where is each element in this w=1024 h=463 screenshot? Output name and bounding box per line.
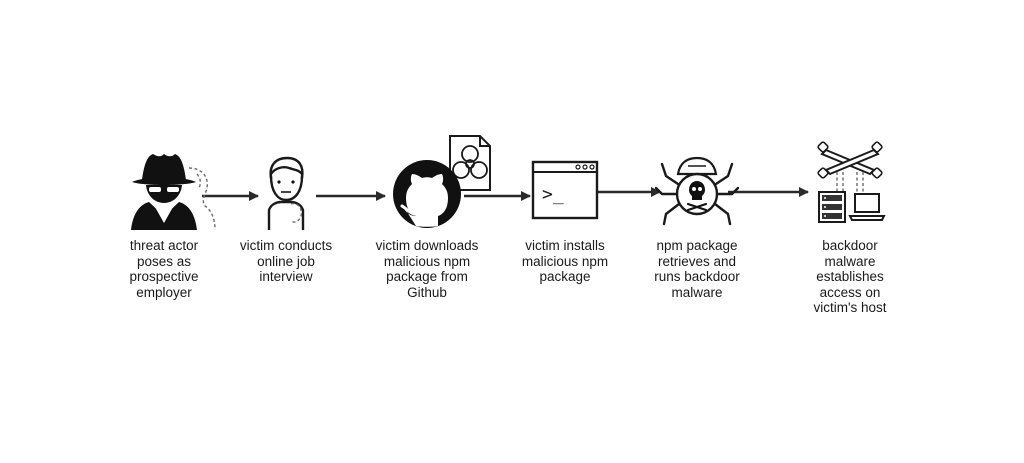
caption-line: online job: [257, 253, 315, 269]
caption-line: access on: [819, 284, 881, 300]
caption-line: backdoor: [822, 238, 878, 253]
caption-line: runs backdoor: [654, 269, 740, 284]
caption-line: victim conducts: [239, 238, 333, 253]
step-npm-runs-malware: npm package retrieves and runs backdoor …: [622, 0, 772, 463]
github-biohazard-icon: [393, 135, 491, 228]
caption-line: package from: [386, 269, 468, 284]
step-victim-download: victim downloads malicious npm package f…: [352, 0, 502, 463]
caption-line: malicious npm: [383, 253, 471, 269]
step-victim-interview: victim conducts online job interview: [211, 0, 361, 463]
step-threat-actor: threat actor poses as prospective employ…: [89, 0, 239, 463]
caption-line: Github: [407, 284, 447, 300]
step-2-caption: victim conducts online job interview: [211, 238, 361, 285]
step-4-caption: victim installs malicious npm package: [490, 238, 640, 285]
terminal-icon: >_: [531, 160, 599, 220]
step-backdoor-access: backdoor malware establishes access on v…: [775, 0, 925, 463]
crossed-tools-icon: [817, 141, 883, 179]
caption-line: prospective: [129, 269, 199, 284]
caption-line: malware: [671, 284, 723, 300]
step-6-caption: backdoor malware establishes access on v…: [775, 238, 925, 316]
step-1-caption: threat actor poses as prospective employ…: [89, 238, 239, 300]
step-5-caption: npm package retrieves and runs backdoor …: [622, 238, 772, 300]
caption-line: victim installs: [525, 238, 605, 253]
caption-line: victim's host: [813, 300, 887, 315]
caption-line: malicious npm: [521, 253, 609, 269]
biohazard-icon: [452, 145, 488, 179]
server-laptop-icon: [817, 141, 886, 223]
person-icon: [267, 156, 305, 230]
caption-line: malware: [824, 253, 876, 269]
caption-line: package: [539, 269, 591, 284]
step-victim-install: >_ victim installs malicious npm package: [490, 0, 640, 463]
server-icon: [818, 191, 846, 223]
skull-bug-icon: [654, 156, 740, 226]
caption-line: employer: [136, 284, 192, 300]
skull-icon: [689, 181, 705, 200]
caption-line: npm package: [656, 238, 738, 253]
terminal-prompt: >_: [542, 184, 564, 205]
caption-line: establishes: [816, 269, 884, 284]
laptop-icon: [848, 193, 886, 221]
spy-icon: [131, 154, 216, 230]
caption-line: interview: [259, 269, 313, 284]
caption-line: threat actor: [129, 238, 199, 253]
caption-line: poses as: [136, 253, 192, 269]
caption-line: victim downloads: [375, 238, 479, 253]
step-3-caption: victim downloads malicious npm package f…: [352, 238, 502, 300]
caption-line: retrieves and: [657, 253, 737, 269]
